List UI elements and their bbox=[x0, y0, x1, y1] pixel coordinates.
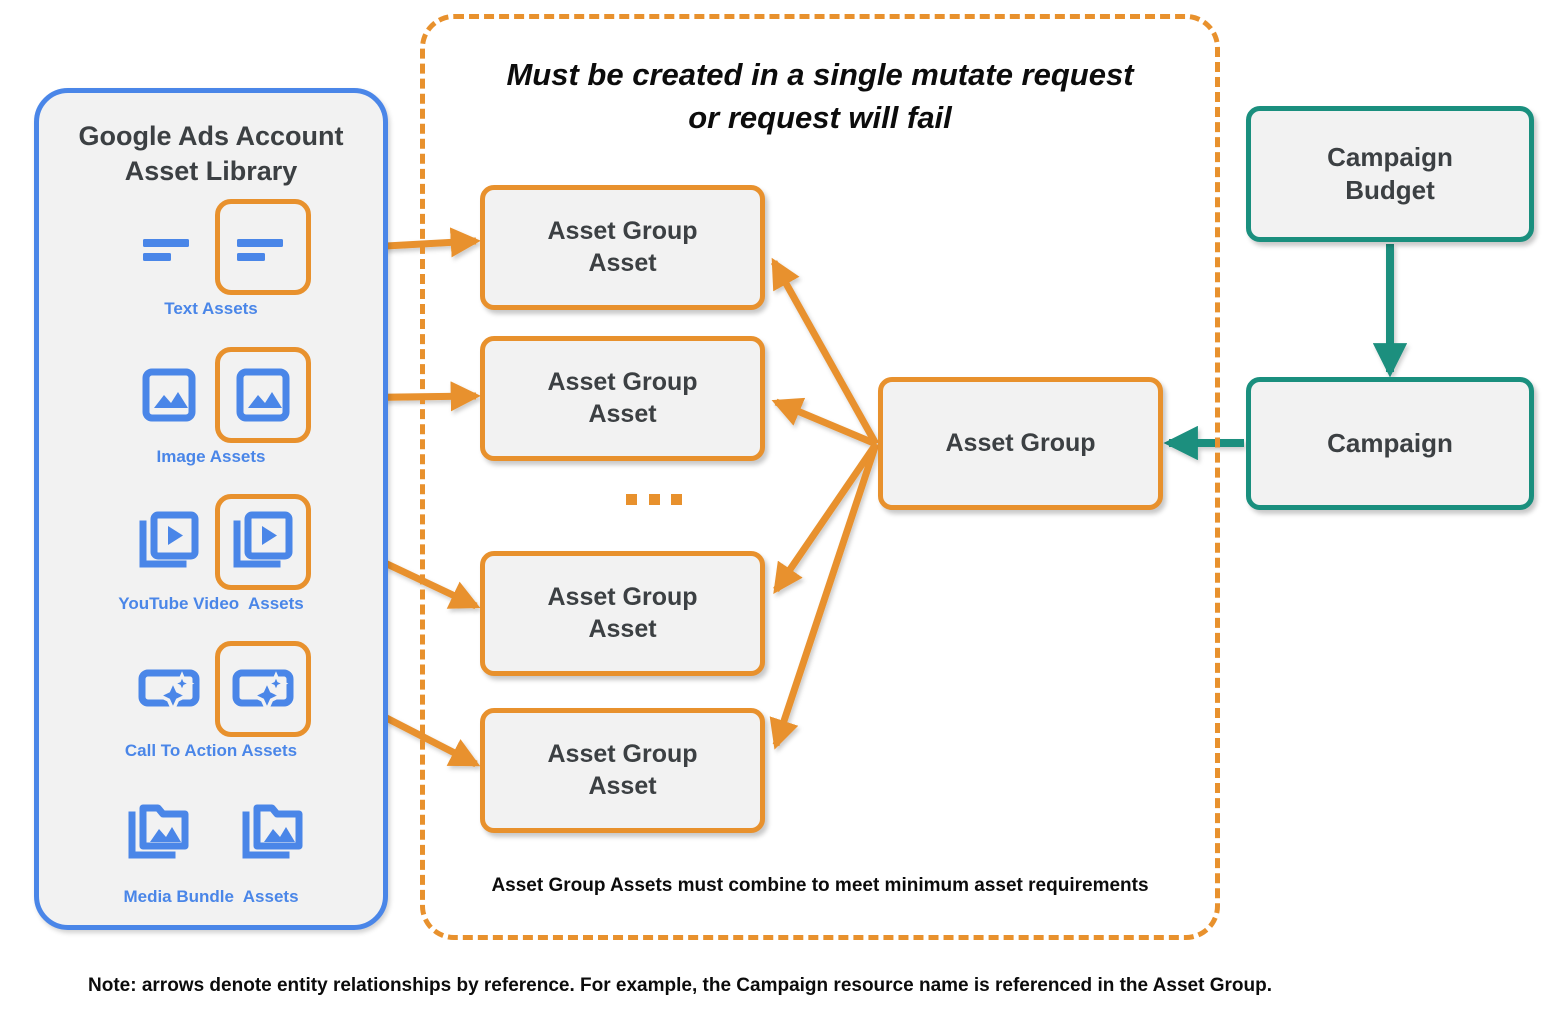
selection-frame-text bbox=[215, 199, 311, 295]
diagram-note: Note: arrows denote entity relationships… bbox=[88, 975, 1272, 996]
image-asset-icon bbox=[236, 368, 290, 422]
asset-row-media-bundle[interactable]: Media Bundle Assets bbox=[39, 783, 383, 906]
asset-row-image[interactable]: Image Assets bbox=[39, 347, 383, 466]
asset-row-text[interactable]: Text Assets bbox=[39, 199, 383, 318]
text-asset-icon bbox=[237, 239, 283, 261]
mutate-request-footnote: Asset Group Assets must combine to meet … bbox=[491, 875, 1149, 896]
image-asset-icon-selected[interactable] bbox=[215, 347, 311, 443]
asset-icons-media-bundle bbox=[39, 783, 383, 879]
asset-icons-image bbox=[39, 347, 383, 443]
ellipsis-dot bbox=[648, 494, 660, 505]
media-bundle-asset-icon bbox=[242, 804, 303, 859]
asset-library-panel: Google Ads Account Asset Library bbox=[34, 88, 388, 930]
asset-label-media-bundle: Media Bundle Assets bbox=[123, 887, 299, 906]
ellipsis-dot bbox=[671, 494, 682, 505]
youtube-video-asset-icon bbox=[233, 511, 293, 568]
asset-label-text: Text Assets bbox=[164, 299, 258, 318]
youtube-video-asset-icon-selected[interactable] bbox=[215, 494, 311, 590]
asset-label-youtube: YouTube Video Assets bbox=[118, 594, 304, 613]
node-campaign[interactable]: Campaign bbox=[1246, 377, 1534, 510]
node-asset-group-asset-1[interactable]: Asset Group Asset bbox=[480, 185, 765, 310]
text-asset-icon-plain bbox=[121, 199, 217, 295]
youtube-video-asset-icon bbox=[139, 511, 199, 568]
text-asset-icon bbox=[143, 239, 189, 261]
mutate-request-container bbox=[420, 14, 1220, 940]
asset-icons-youtube bbox=[39, 494, 383, 590]
image-asset-icon-plain bbox=[121, 347, 217, 443]
image-asset-icon bbox=[142, 368, 196, 422]
call-to-action-asset-icon-plain bbox=[121, 641, 217, 737]
text-asset-icon-selected[interactable] bbox=[215, 199, 311, 295]
ellipsis-indicator bbox=[626, 494, 682, 506]
call-to-action-asset-icon bbox=[138, 669, 200, 715]
call-to-action-asset-icon bbox=[232, 669, 294, 715]
selection-frame-image bbox=[215, 347, 311, 443]
node-asset-group[interactable]: Asset Group bbox=[878, 377, 1163, 510]
ellipsis-dot bbox=[626, 494, 637, 505]
node-asset-group-asset-4[interactable]: Asset Group Asset bbox=[480, 708, 765, 833]
selection-frame-youtube bbox=[215, 494, 311, 590]
youtube-video-asset-icon-plain bbox=[121, 494, 217, 590]
asset-row-cta[interactable]: Call To Action Assets bbox=[39, 641, 383, 760]
node-asset-group-asset-2[interactable]: Asset Group Asset bbox=[480, 336, 765, 461]
asset-library-title: Google Ads Account Asset Library bbox=[78, 121, 344, 186]
asset-icons-cta bbox=[39, 641, 383, 737]
media-bundle-asset-icon-plain bbox=[111, 783, 207, 879]
selection-frame-cta bbox=[215, 641, 311, 737]
call-to-action-asset-icon-selected[interactable] bbox=[215, 641, 311, 737]
asset-label-image: Image Assets bbox=[156, 447, 266, 466]
asset-row-youtube[interactable]: YouTube Video Assets bbox=[39, 494, 383, 613]
asset-icons-text bbox=[39, 199, 383, 295]
media-bundle-asset-icon-second bbox=[225, 783, 321, 879]
node-campaign-budget[interactable]: Campaign Budget bbox=[1246, 106, 1534, 242]
node-asset-group-asset-3[interactable]: Asset Group Asset bbox=[480, 551, 765, 676]
mutate-request-title: Must be created in a single mutate reque… bbox=[506, 57, 1134, 135]
media-bundle-asset-icon bbox=[128, 804, 189, 859]
asset-label-cta: Call To Action Assets bbox=[124, 741, 298, 760]
